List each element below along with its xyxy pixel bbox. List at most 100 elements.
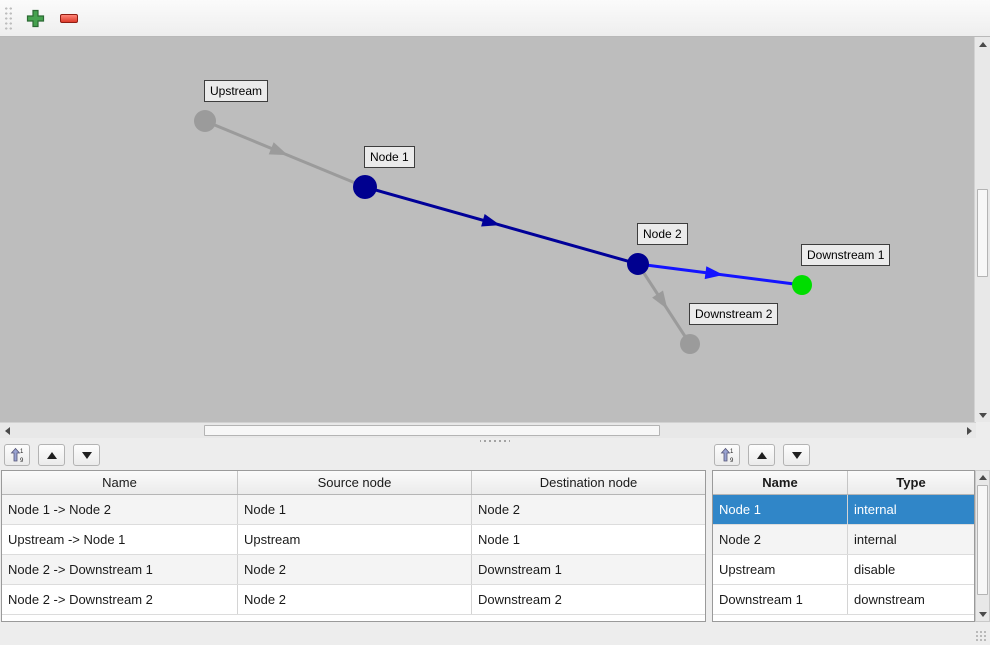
table-row[interactable]: Node 1 -> Node 2 Node 1 Node 2 — [2, 495, 705, 525]
graph-node[interactable] — [680, 334, 700, 354]
triangle-down-icon — [791, 451, 802, 459]
cell-name: Node 1 -> Node 2 — [2, 495, 238, 524]
cell-destination: Downstream 2 — [478, 592, 562, 607]
triangle-up-icon — [979, 41, 987, 47]
cell-name: Downstream 1 — [713, 585, 848, 614]
triangle-left-icon — [4, 427, 10, 435]
canvas-horizontal-scrollbar[interactable] — [0, 422, 976, 438]
triangle-down-icon — [978, 612, 987, 617]
horizontal-scroll-thumb[interactable] — [204, 425, 660, 436]
edges-sort-button[interactable]: 1 9 — [4, 444, 30, 466]
edges-table: Name Source node Destination node Node 1… — [1, 470, 706, 622]
cell-source: Node 2 — [238, 585, 472, 614]
svg-text:9: 9 — [730, 458, 734, 463]
edge-arrow-icon — [652, 290, 668, 310]
graph-node[interactable] — [353, 175, 377, 199]
cell-source: Node 1 — [238, 495, 472, 524]
triangle-up-icon — [978, 475, 987, 480]
cell-name: Node 2 -> Downstream 1 — [2, 555, 238, 584]
triangle-up-icon — [46, 451, 57, 459]
cell-type: internal — [854, 532, 897, 547]
cell-source: Node 2 — [238, 555, 472, 584]
edges-table-header: Name Source node Destination node — [2, 471, 705, 495]
triangle-up-icon — [756, 451, 767, 459]
cell-source: Upstream — [238, 525, 472, 554]
header-source-node[interactable]: Source node — [238, 471, 472, 494]
pane-splitter[interactable] — [0, 438, 990, 444]
edge-arrow-icon — [704, 266, 724, 280]
table-row[interactable]: Downstream 1 downstream — [713, 585, 974, 615]
table-row[interactable]: Node 2 internal — [713, 525, 974, 555]
sort-ascending-icon: 1 9 — [720, 447, 734, 463]
toolbar-drag-handle[interactable] — [4, 6, 13, 30]
cell-name: Upstream — [713, 555, 848, 584]
header-type[interactable]: Type — [896, 475, 926, 490]
node-label[interactable]: Upstream — [204, 80, 269, 102]
cell-name: Node 2 — [713, 525, 848, 554]
vertical-scroll-thumb[interactable] — [977, 189, 988, 277]
cell-type: downstream — [854, 592, 925, 607]
triangle-down-icon — [81, 451, 92, 459]
edges-move-up-button[interactable] — [38, 444, 65, 466]
plus-icon — [26, 9, 44, 27]
add-node-button[interactable] — [21, 4, 49, 32]
cell-type: disable — [854, 562, 896, 577]
cell-name: Node 2 -> Downstream 2 — [2, 585, 238, 614]
table-row[interactable]: Node 2 -> Downstream 2 Node 2 Downstream… — [2, 585, 705, 615]
graph-node[interactable] — [194, 110, 216, 132]
splitter-handle-icon — [480, 439, 510, 443]
nodes-move-up-button[interactable] — [748, 444, 775, 466]
canvas-vertical-scrollbar[interactable] — [974, 37, 990, 422]
table-row[interactable]: Upstream -> Node 1 Upstream Node 1 — [2, 525, 705, 555]
cell-type: internal — [854, 502, 897, 517]
minus-icon — [60, 13, 78, 23]
nodes-move-down-button[interactable] — [783, 444, 810, 466]
cell-destination: Downstream 1 — [478, 562, 562, 577]
node-label[interactable]: Downstream 1 — [801, 244, 891, 266]
edges-move-down-button[interactable] — [73, 444, 100, 466]
cell-destination: Node 1 — [478, 532, 520, 547]
table-row-selected[interactable]: Node 1 internal — [713, 495, 974, 525]
nodes-table-header: Name Type — [713, 471, 974, 495]
window-resize-grip-icon[interactable] — [975, 630, 987, 642]
scroll-up-stepper[interactable] — [975, 37, 990, 51]
svg-text:1: 1 — [20, 449, 24, 455]
graph-edge[interactable] — [364, 185, 639, 266]
nodes-table-toolbar: 1 9 — [714, 444, 810, 466]
remove-node-button[interactable] — [55, 4, 83, 32]
scroll-up-stepper[interactable] — [976, 471, 989, 484]
triangle-down-icon — [979, 412, 987, 418]
node-label[interactable]: Downstream 2 — [689, 303, 779, 325]
graph-node[interactable] — [627, 253, 649, 275]
status-bar — [0, 622, 990, 645]
svg-text:9: 9 — [20, 458, 24, 463]
cell-destination: Node 2 — [478, 502, 520, 517]
header-name[interactable]: Name — [2, 471, 238, 494]
scroll-right-stepper[interactable] — [962, 423, 976, 439]
header-name[interactable]: Name — [713, 471, 848, 494]
sort-ascending-icon: 1 9 — [10, 447, 24, 463]
graph-node[interactable] — [792, 275, 812, 295]
table-row[interactable]: Node 2 -> Downstream 1 Node 2 Downstream… — [2, 555, 705, 585]
node-label[interactable]: Node 2 — [637, 223, 688, 245]
nodes-sort-button[interactable]: 1 9 — [714, 444, 740, 466]
edge-arrow-icon — [481, 213, 501, 227]
svg-text:1: 1 — [730, 449, 734, 455]
scroll-down-stepper[interactable] — [976, 608, 989, 621]
scroll-down-stepper[interactable] — [975, 408, 990, 422]
header-destination-node[interactable]: Destination node — [539, 475, 638, 490]
edge-arrow-icon — [268, 142, 288, 156]
cell-name: Upstream -> Node 1 — [2, 525, 238, 554]
nodes-table-scrollbar[interactable] — [975, 470, 990, 622]
main-toolbar — [0, 0, 990, 37]
node-label[interactable]: Node 1 — [364, 146, 415, 168]
cell-name: Node 1 — [713, 495, 848, 524]
graph-svg — [194, 110, 812, 354]
edges-table-toolbar: 1 9 — [4, 444, 100, 466]
scroll-left-stepper[interactable] — [0, 423, 14, 439]
table-row[interactable]: Upstream disable — [713, 555, 974, 585]
triangle-right-icon — [966, 427, 972, 435]
table-scroll-thumb[interactable] — [977, 485, 988, 595]
